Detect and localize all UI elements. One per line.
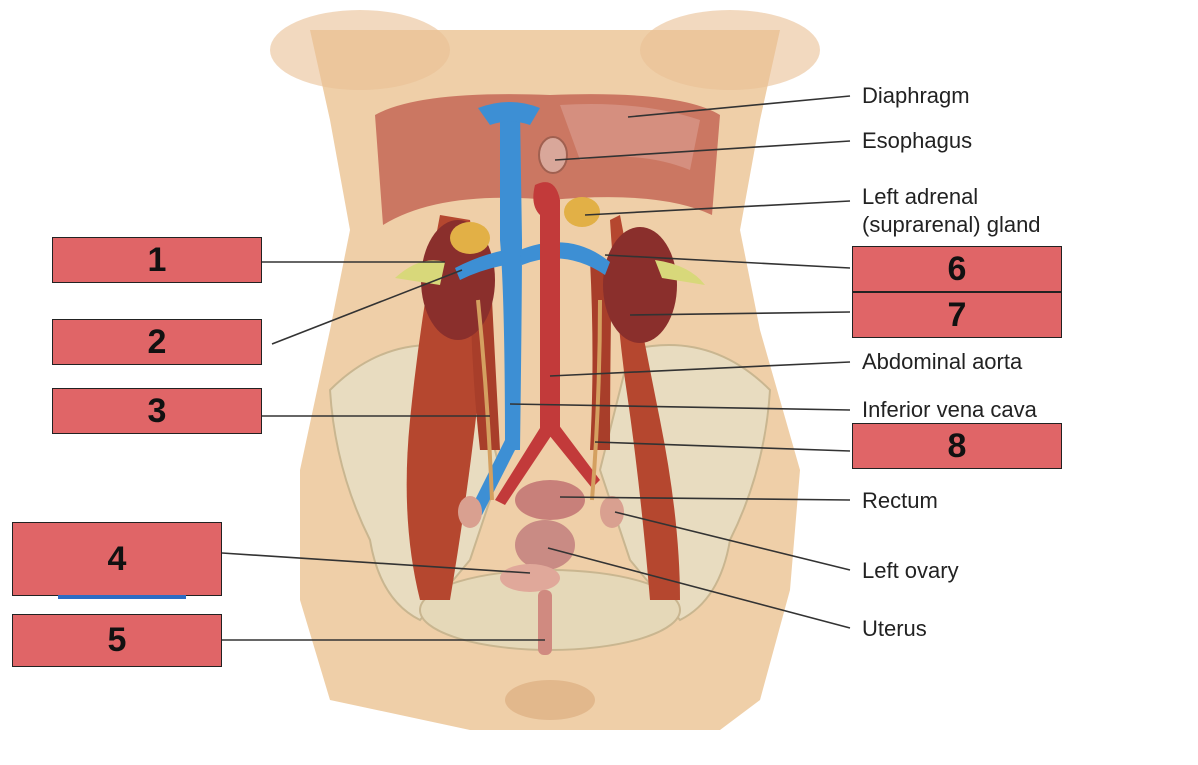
vagina-shape (538, 590, 552, 655)
ovary-left (600, 496, 624, 528)
ovary-right (458, 496, 482, 528)
pubic-area (505, 680, 595, 720)
blue-underline (58, 595, 186, 599)
answer-box-5[interactable]: 5 (12, 614, 222, 667)
label-left-ovary: Left ovary (862, 558, 959, 583)
ivc-top (478, 102, 540, 125)
line-6 (604, 254, 851, 269)
label-abdominal-aorta: Abdominal aorta (862, 349, 1023, 374)
esophagus-shape (538, 136, 568, 174)
label-inferior-vena-cava: Inferior vena cava (862, 397, 1037, 422)
ureter-right (476, 299, 494, 501)
label-rectum: Rectum (862, 488, 938, 513)
ivc (500, 110, 522, 450)
adrenal-left (564, 197, 600, 227)
label-left-adrenal-2: (suprarenal) gland (862, 212, 1041, 237)
kidney-left (603, 227, 677, 343)
label-left-adrenal-1: Left adrenal (862, 184, 979, 209)
answer-box-1[interactable]: 1 (52, 237, 262, 283)
line-uterus (547, 547, 851, 629)
leader-lines (221, 95, 851, 641)
line-8 (594, 441, 851, 452)
uterus-shape (515, 520, 575, 570)
bladder (500, 564, 560, 592)
line-2 (271, 269, 463, 345)
ureter-left (590, 299, 602, 501)
adrenal-right (450, 222, 490, 254)
line-rectum (559, 496, 851, 501)
line-esophagus (554, 140, 851, 161)
fat-left (655, 260, 705, 285)
rectum-shape (515, 480, 585, 520)
answer-box-3[interactable]: 3 (52, 388, 262, 434)
answer-box-6[interactable]: 6 (852, 246, 1062, 292)
line-adrenal (584, 200, 851, 216)
line-4 (221, 552, 531, 574)
label-uterus: Uterus (862, 616, 927, 641)
label-diaphragm: Diaphragm (862, 83, 970, 108)
iliac-artery-right (545, 420, 600, 488)
fat-right (395, 260, 445, 285)
line-ivc (509, 403, 851, 411)
answer-box-7[interactable]: 7 (852, 292, 1062, 338)
answer-box-2[interactable]: 2 (52, 319, 262, 365)
iliac-artery-left (495, 420, 555, 505)
answer-box-4[interactable]: 4 (12, 522, 222, 596)
line-diaphragm (627, 95, 851, 118)
breast-shadow-left (270, 10, 450, 90)
renal-vein-right (455, 250, 505, 280)
breast-shadow-right (640, 10, 820, 90)
line-aorta (549, 361, 851, 377)
aorta (533, 182, 560, 430)
line-7 (629, 311, 851, 316)
label-esophagus: Esophagus (862, 128, 973, 153)
answer-box-8[interactable]: 8 (852, 423, 1062, 469)
line-ovary (614, 511, 851, 571)
